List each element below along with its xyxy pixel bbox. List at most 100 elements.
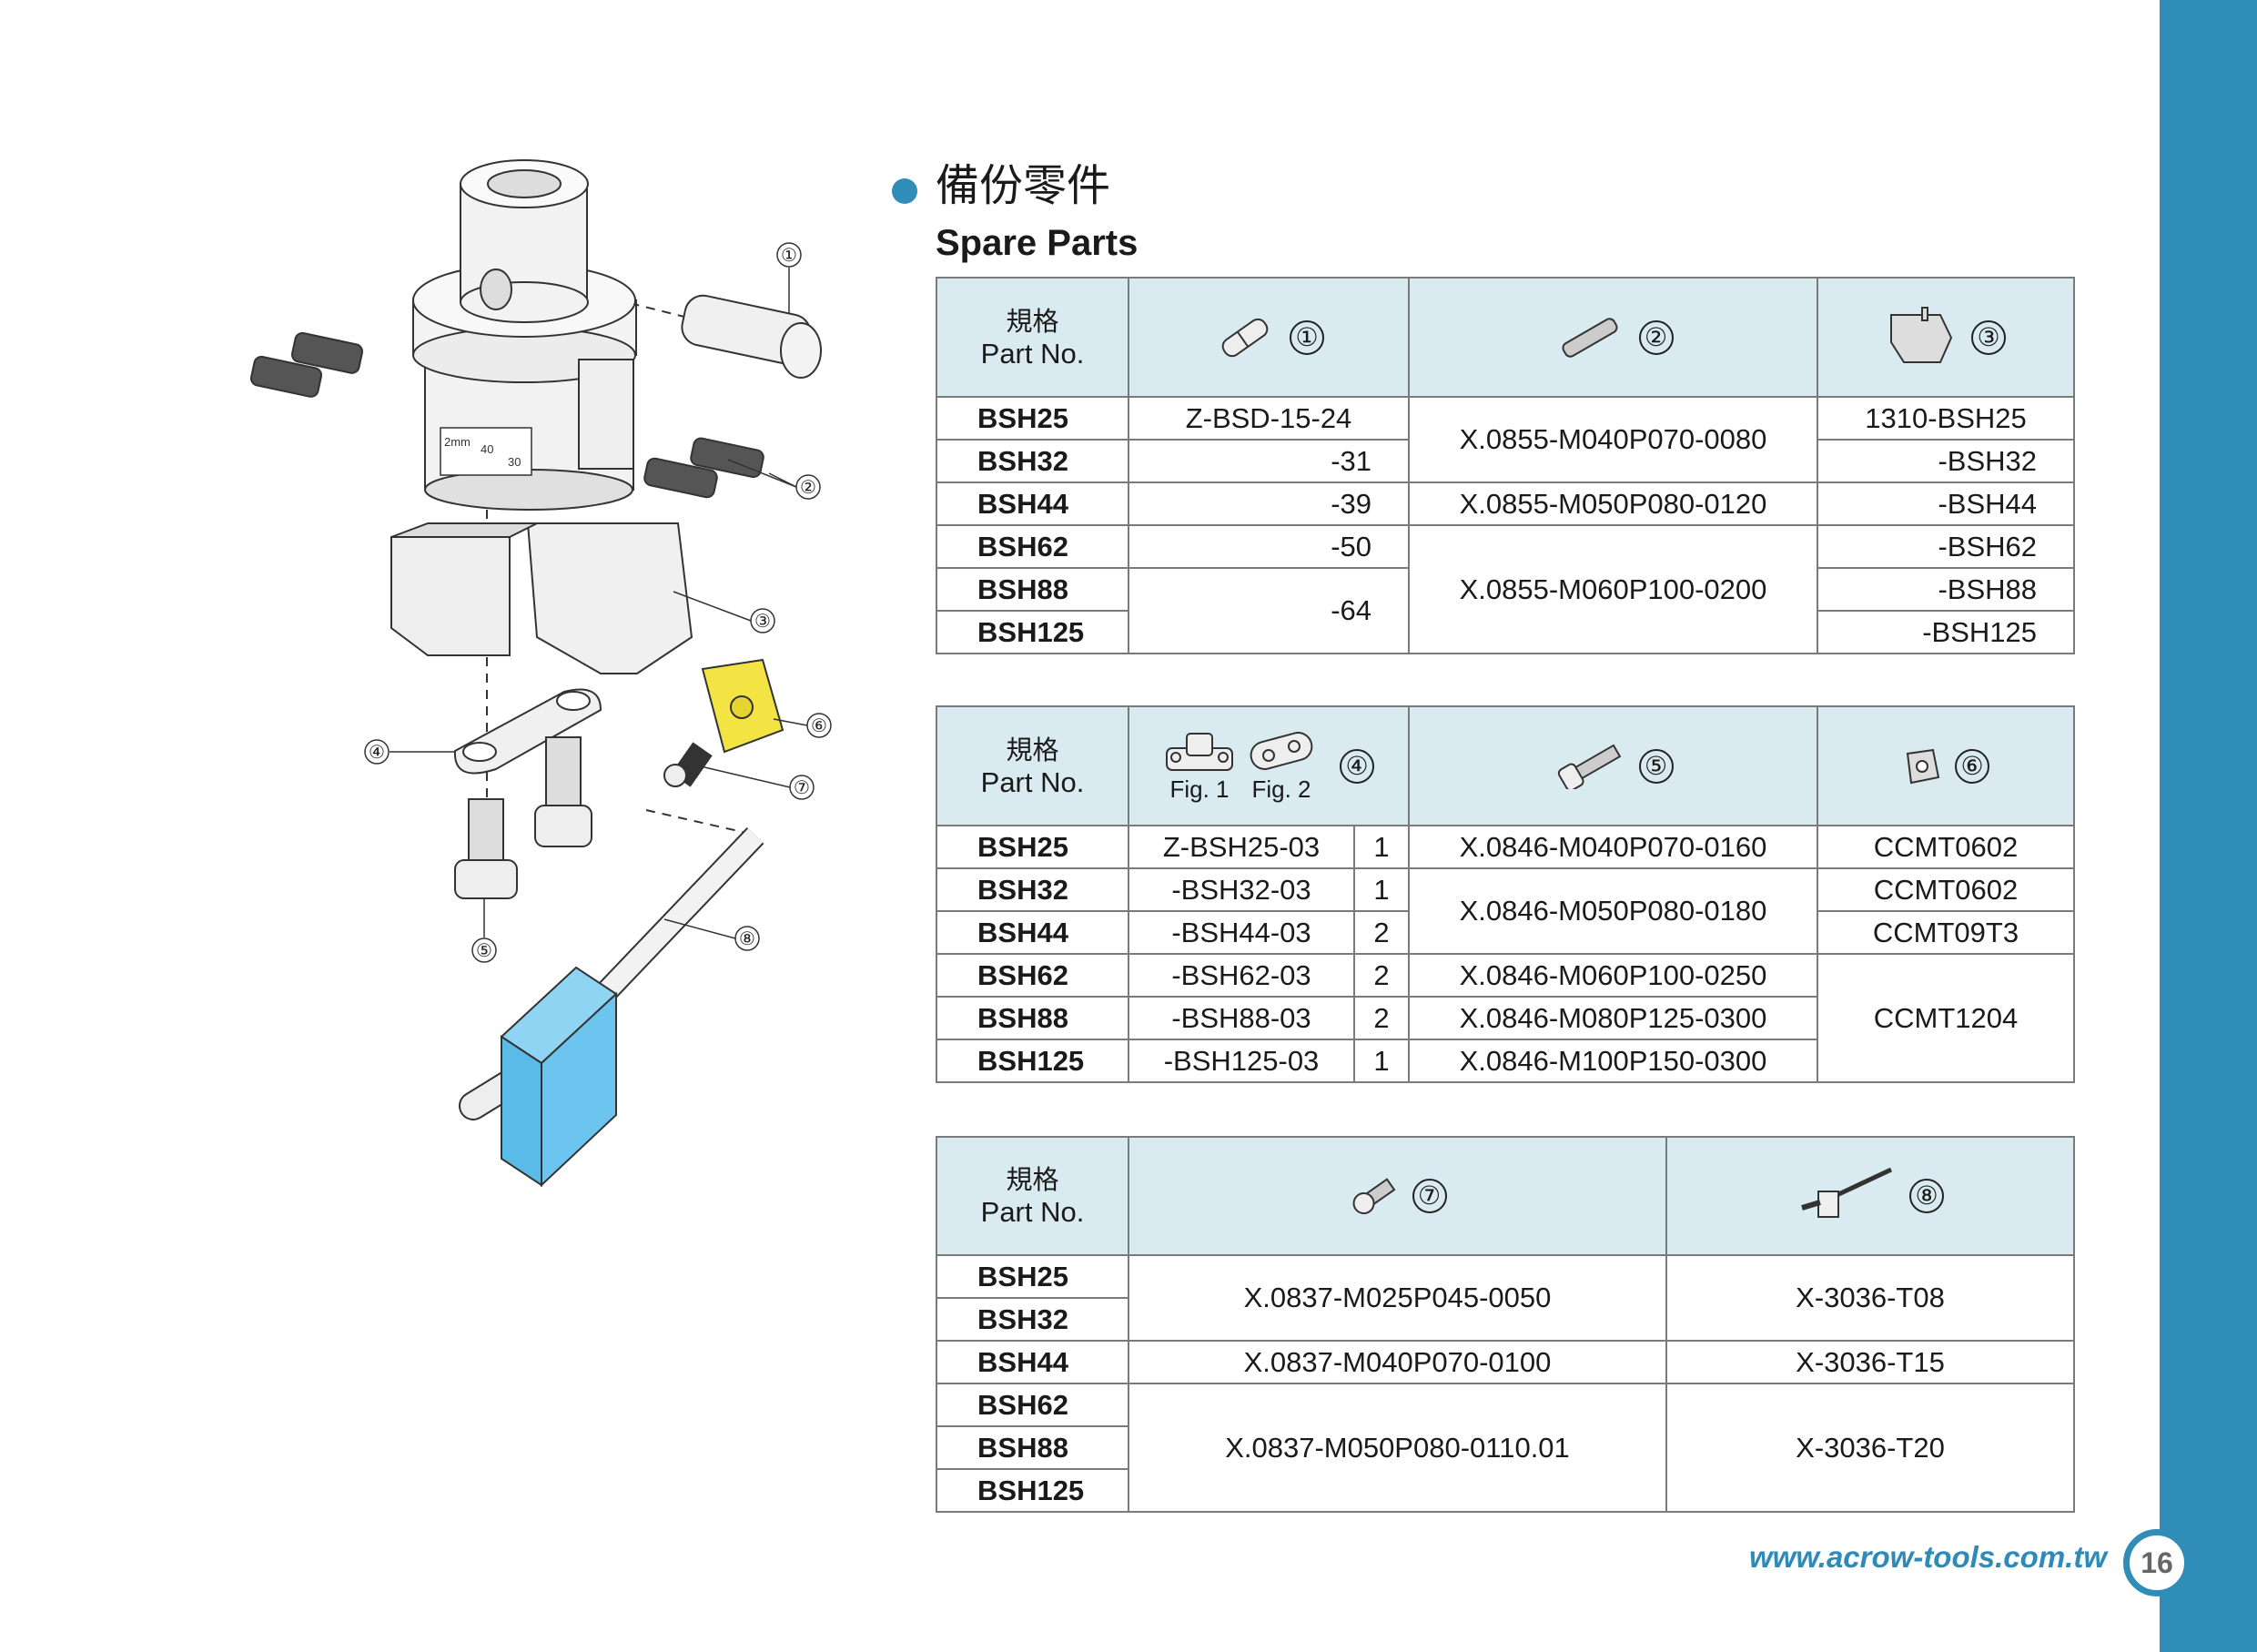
screw-part-7: [663, 742, 713, 787]
table-row: BSH88: [936, 1425, 2074, 1470]
table-cell: -BSH125-03: [1128, 1039, 1355, 1083]
table-cell: X.0837-M040P070-0100: [1128, 1340, 1667, 1384]
insert-icon: [1906, 748, 1940, 784]
table-cell: -BSH44-03: [1128, 910, 1355, 955]
table-cell: X.0846-M100P150-0300: [1408, 1039, 1818, 1083]
table-cell: BSH44: [936, 481, 1129, 526]
wrench-part-8: [459, 827, 764, 1188]
cap-screw-icon: [1557, 744, 1621, 789]
col-header-5: ⑤: [1408, 705, 1818, 826]
callout-leaders: [390, 268, 808, 939]
cap-screws-part-5: [454, 736, 592, 899]
table-row: BSH25 Z-BSD-15-24 X.0855-M040P070-0080 1…: [936, 396, 2075, 483]
table-row: BSH62 X.0837-M050P080-0110.01 X-3036-T20: [936, 1383, 2075, 1513]
table-cell: X.0846-M040P070-0160: [1408, 825, 1818, 869]
scale-mark-2mm: 2mm: [444, 435, 471, 449]
table-row: BSH32: [936, 1297, 2074, 1342]
col-header-7: ⑦: [1128, 1136, 1667, 1256]
clamp-fig2-icon: [1250, 732, 1313, 770]
table-cell: BSH62: [936, 1383, 1129, 1427]
table-cell: -BSH88: [1817, 567, 2075, 612]
table-cell: 1: [1353, 867, 1410, 912]
jaw-part-3: [390, 522, 693, 674]
table-cell: X.0846-M060P100-0250: [1408, 953, 1818, 998]
table-cell: -BSH32-03: [1128, 867, 1355, 912]
table-cell: X.0855-M050P080-0120: [1408, 481, 1818, 526]
table-row: BSH125: [936, 1468, 2074, 1513]
set-screws-part-2: [643, 437, 764, 499]
table-cell: -BSH88-03: [1128, 996, 1355, 1040]
table-cell: BSH32: [936, 867, 1129, 912]
pin-part-1: [681, 294, 822, 379]
col-header-4: Fig. 1 Fig. 2 ④: [1128, 705, 1410, 826]
table-cell: CCMT0602: [1817, 867, 2075, 912]
table-cell: 1310-BSH25: [1817, 396, 2075, 441]
table-cell: ③: [1971, 319, 2006, 355]
table-cell: BSH62: [936, 953, 1129, 998]
website-link[interactable]: www.acrow-tools.com.tw: [1749, 1540, 2107, 1574]
table-cell: BSH125: [936, 610, 1129, 654]
table-cell: CCMT09T3: [1817, 910, 2075, 955]
table-row: BSH125 -BSH125: [936, 610, 2075, 654]
table-cell: 1: [1353, 825, 1410, 869]
table-cell: 規格: [1006, 305, 1059, 337]
table-cell: 2: [1353, 953, 1410, 998]
callout-8: ⑧: [739, 929, 755, 949]
table-cell: BSH125: [936, 1468, 1129, 1513]
clamp-fig1-icon: [1166, 733, 1233, 771]
table-cell: Part No.: [980, 765, 1085, 798]
table-cell: 1: [1353, 1039, 1410, 1083]
table-cell: X.0855-M040P070-0080: [1408, 396, 1818, 483]
table-row: BSH62 -50 X.0855-M060P100-0200 -BSH62: [936, 524, 2075, 654]
callout-3: ③: [754, 612, 771, 632]
table-cell: BSH62: [936, 524, 1129, 569]
table-cell: BSH88: [936, 996, 1129, 1040]
table-row: BSH44 X.0837-M040P070-0100 X-3036-T15: [936, 1340, 2075, 1384]
table-cell: ④: [1340, 748, 1374, 784]
table-cell: Part No.: [980, 337, 1085, 370]
callout-4: ④: [369, 743, 385, 763]
table-cell: ②: [1638, 319, 1674, 355]
table-cell: CCMT1204: [1817, 953, 2075, 1083]
table-cell: -BSH125: [1817, 610, 2075, 654]
clamp-part-4: [453, 688, 602, 775]
table-cell: Part No.: [980, 1196, 1085, 1228]
table-row: BSH44 -39 X.0855-M050P080-0120 -BSH44: [936, 481, 2075, 526]
table-row: BSH32 -31 -BSH32: [936, 439, 2075, 483]
callout-2: ②: [800, 478, 816, 498]
table-cell: X.0837-M050P080-0110.01: [1128, 1383, 1667, 1513]
exploded-assembly-diagram: 2mm 40 30: [249, 159, 832, 1188]
table-cell: -BSH62: [1817, 524, 2075, 569]
col-header-8: ⑧: [1665, 1136, 2075, 1256]
title-bullet: [892, 178, 917, 204]
callout-7: ⑦: [794, 778, 810, 798]
table-cell: -39: [1128, 481, 1410, 526]
table-cell: BSH25: [936, 1254, 1129, 1299]
table-cell: 規格: [1006, 1164, 1059, 1195]
table-cell: X-3036-T08: [1665, 1254, 2075, 1342]
pin-icon: [1221, 318, 1269, 357]
table-cell: Z-BSD-15-24: [1128, 396, 1410, 441]
table-cell: ⑤: [1638, 748, 1674, 784]
table-cell: BSH44: [936, 1340, 1129, 1384]
table-cell: BSH25: [936, 825, 1129, 869]
table-cell: ⑦: [1412, 1179, 1447, 1213]
set-screws-left: [249, 331, 364, 398]
page-title-zh: 備份零件: [936, 160, 1111, 211]
table-cell: X-3036-T15: [1665, 1340, 2075, 1384]
table-cell: BSH44: [936, 910, 1129, 955]
col-header-3: ③: [1817, 277, 2075, 398]
col-header-2: ②: [1408, 277, 1818, 398]
set-screw-icon: [1561, 317, 1618, 358]
table-cell: BSH88: [936, 1425, 1129, 1470]
table-cell: X-3036-T20: [1665, 1383, 2075, 1513]
table-cell: ⑥: [1955, 748, 1989, 784]
